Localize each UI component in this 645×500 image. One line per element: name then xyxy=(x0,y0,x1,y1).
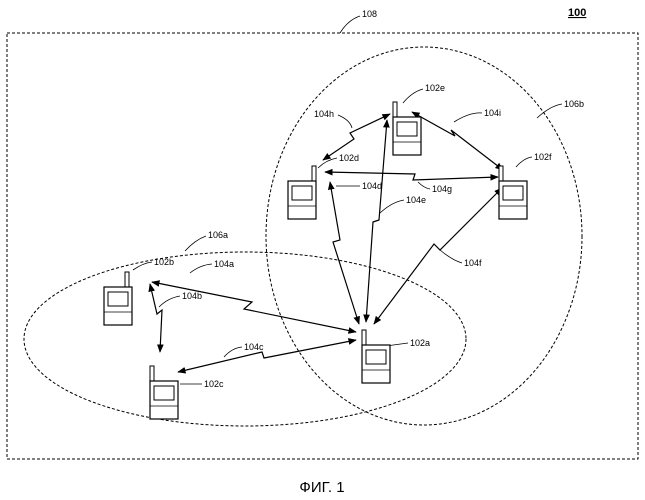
device-label-102a: 102a xyxy=(410,338,430,348)
device-102b xyxy=(104,272,132,325)
cell-label-106b: 106b xyxy=(564,99,584,109)
link-label-104a: 104a xyxy=(214,259,234,269)
cell-106b-boundary xyxy=(266,47,582,425)
leader-104c xyxy=(224,347,242,357)
leader-104e xyxy=(380,200,404,213)
cell-106a-boundary xyxy=(24,252,466,426)
device-label-102d: 102d xyxy=(339,153,359,163)
leader-104a xyxy=(190,264,212,273)
device-102c xyxy=(150,366,178,419)
device-102d xyxy=(288,166,316,219)
leader-102d xyxy=(318,158,337,168)
link-label-104f: 104f xyxy=(464,258,482,268)
area-label: 108 xyxy=(362,9,377,19)
link-label-104g: 104g xyxy=(432,184,452,194)
link-104f xyxy=(374,188,502,324)
link-label-104i: 104i xyxy=(484,108,501,118)
leader-106a xyxy=(185,236,206,251)
device-102e xyxy=(393,102,421,155)
link-label-104b: 104b xyxy=(182,291,202,301)
link-104e xyxy=(366,120,387,322)
link-104d xyxy=(330,182,359,324)
device-label-102e: 102e xyxy=(425,83,445,93)
area-boundary xyxy=(7,33,638,459)
leader-104b xyxy=(159,296,180,307)
link-label-104h: 104h xyxy=(314,109,334,119)
figure-ref-number: 100 xyxy=(568,7,586,19)
leader-104i xyxy=(454,113,482,122)
link-label-104c: 104c xyxy=(244,342,264,352)
device-102a xyxy=(362,330,390,383)
leader-106b xyxy=(537,104,562,118)
link-104a xyxy=(152,282,356,332)
leader-104f xyxy=(440,250,462,263)
link-104c xyxy=(178,340,356,372)
device-label-102f: 102f xyxy=(534,152,552,162)
device-label-102c: 102c xyxy=(204,379,224,389)
leader-104g xyxy=(418,182,430,189)
cell-label-106a: 106a xyxy=(208,230,228,240)
device-label-102b: 102b xyxy=(154,257,174,267)
leader-102e xyxy=(403,89,423,103)
link-label-104e: 104e xyxy=(406,195,426,205)
leader-108 xyxy=(340,16,360,33)
link-104i xyxy=(412,112,503,170)
figure-caption: ФИГ. 1 xyxy=(299,479,344,496)
leader-102f xyxy=(516,157,532,167)
link-104b xyxy=(150,284,162,352)
leader-104h xyxy=(338,115,352,128)
device-102f xyxy=(499,166,527,219)
link-104g xyxy=(325,172,498,180)
link-label-104d: 104d xyxy=(362,181,382,191)
